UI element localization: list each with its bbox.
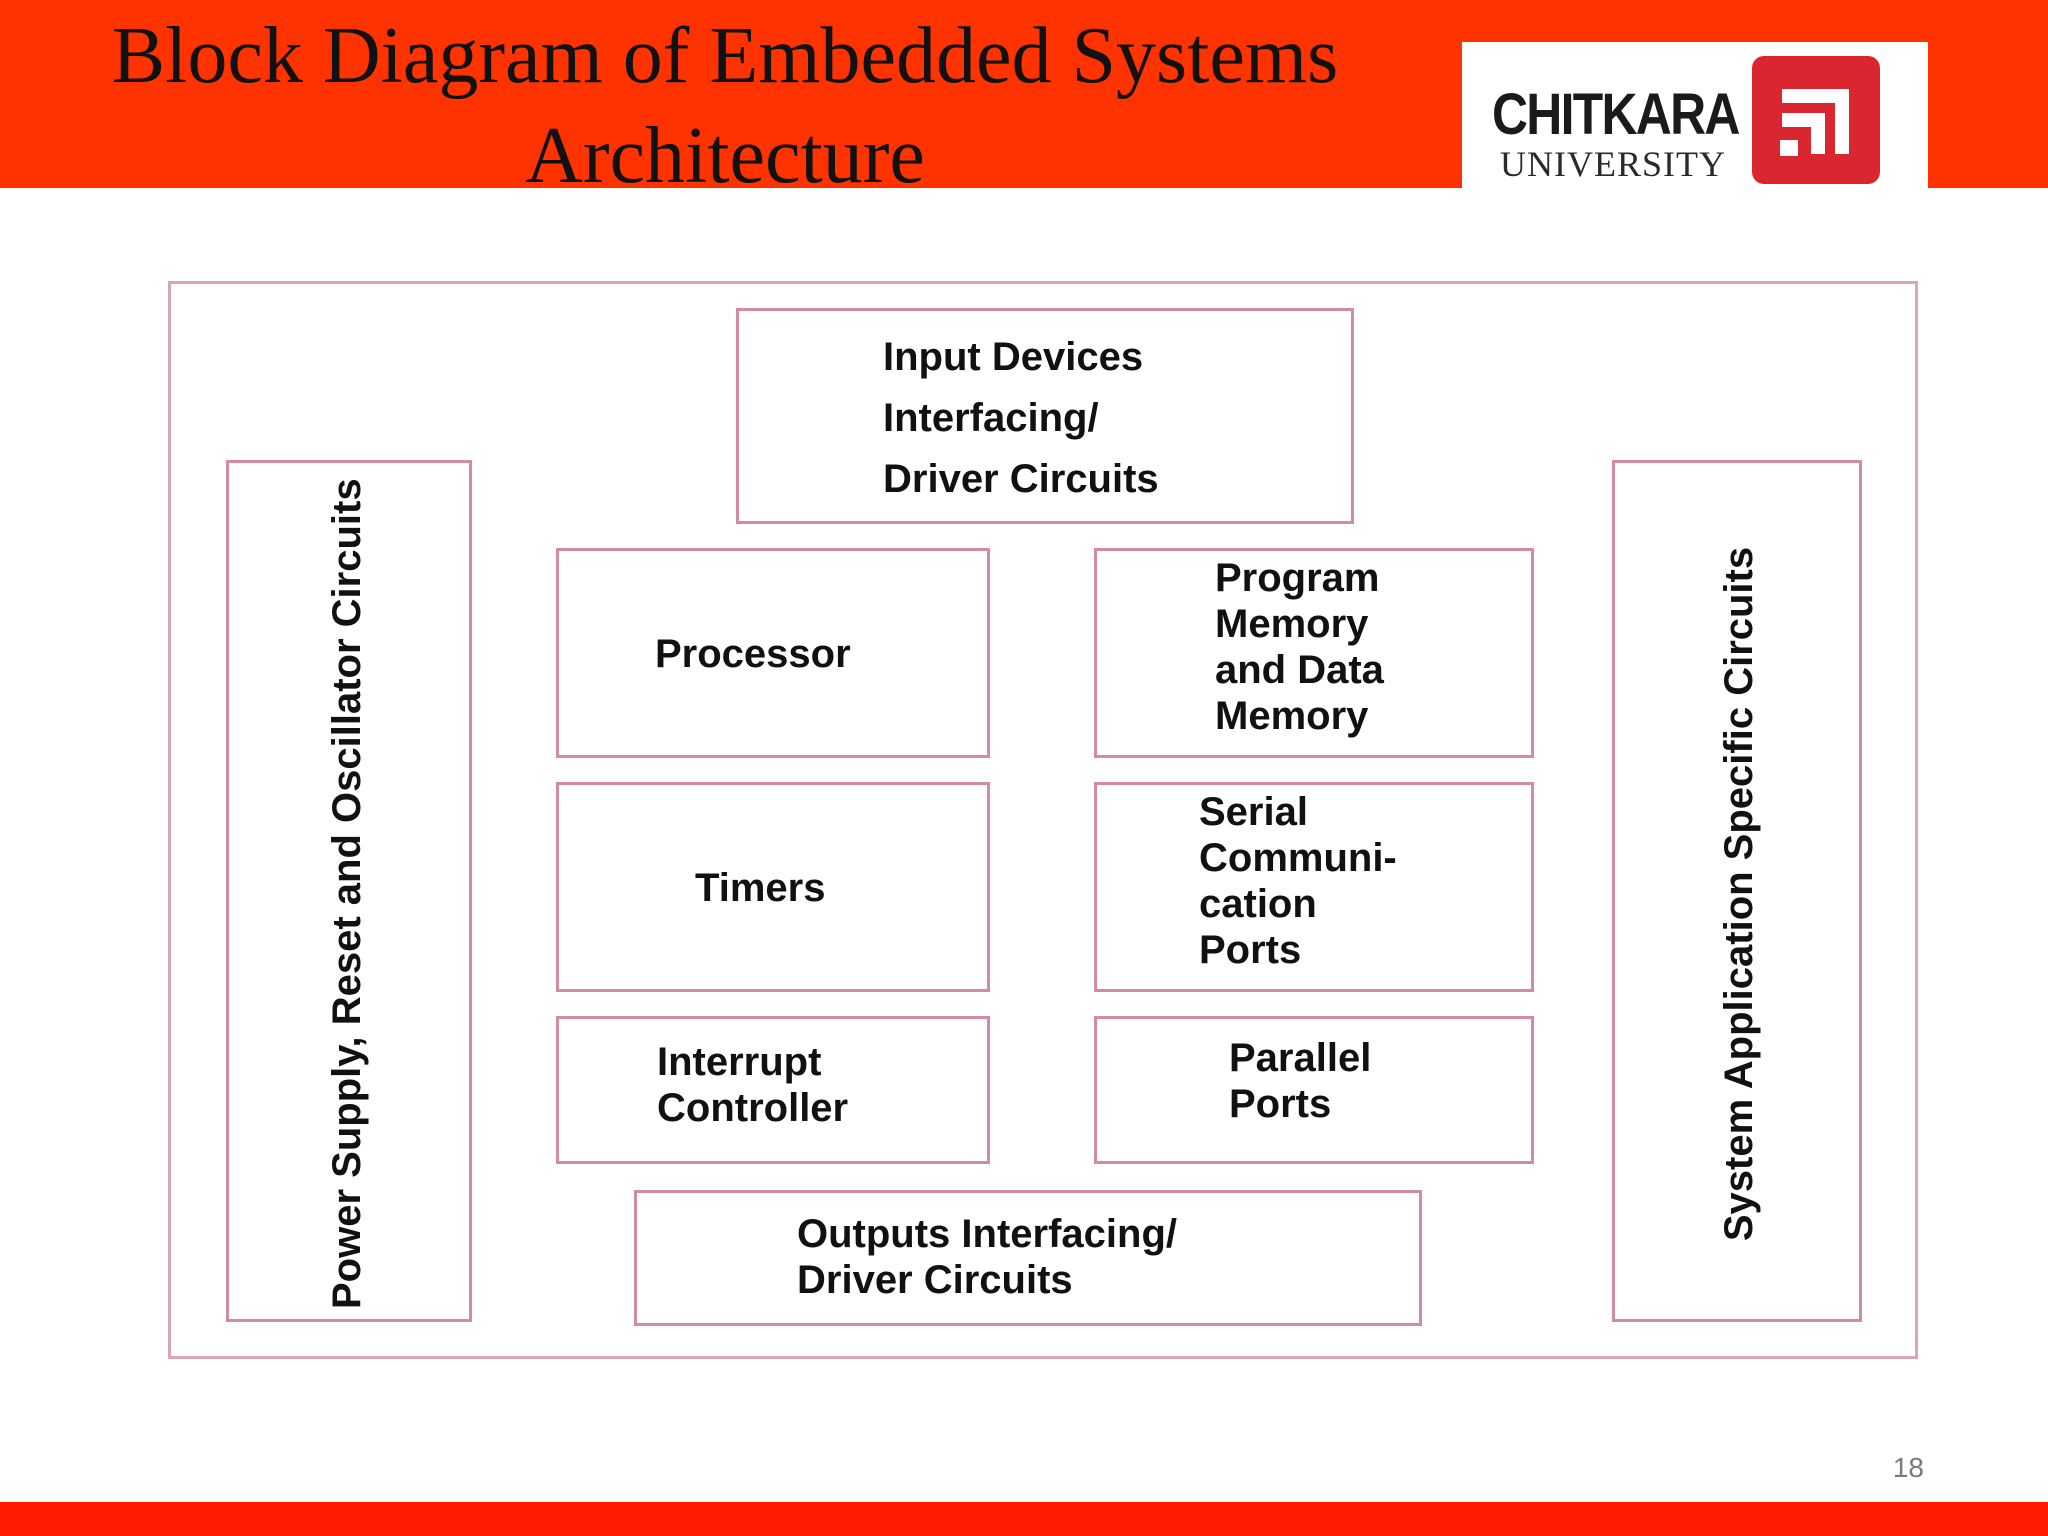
output-interfacing-label: Outputs Interfacing/ Driver Circuits bbox=[797, 1212, 1177, 1302]
power-supply-block: Power Supply, Reset and Oscillator Circu… bbox=[226, 460, 472, 1322]
input-devices-block: Input Devices Interfacing/ Driver Circui… bbox=[736, 308, 1354, 524]
memory-label: Program Memory and Data Memory bbox=[1215, 556, 1384, 738]
footer-band bbox=[0, 1502, 2048, 1536]
input-devices-label: Input Devices Interfacing/ Driver Circui… bbox=[883, 335, 1159, 501]
logo-wordmark: CHITKARA bbox=[1492, 82, 1740, 147]
processor-block: Processor bbox=[556, 548, 990, 758]
university-logo: CHITKARA UNIVERSITY bbox=[1462, 42, 1928, 188]
power-supply-label: Power Supply, Reset and Oscillator Circu… bbox=[325, 478, 369, 1309]
timers-block: Timers bbox=[556, 782, 990, 992]
processor-label: Processor bbox=[655, 632, 851, 676]
output-interfacing-block: Outputs Interfacing/ Driver Circuits bbox=[634, 1190, 1422, 1326]
slide-title: Block Diagram of Embedded Systems Archit… bbox=[111, 12, 1339, 200]
parallel-ports-block: Parallel Ports bbox=[1094, 1016, 1534, 1164]
system-boundary bbox=[168, 281, 1918, 1359]
parallel-ports-label: Parallel Ports bbox=[1229, 1036, 1372, 1126]
application-specific-block: System Application Specific Circuits bbox=[1612, 460, 1862, 1322]
serial-ports-block: Serial Communi- cation Ports bbox=[1094, 782, 1534, 992]
logo-subtitle: UNIVERSITY bbox=[1500, 144, 1726, 184]
timers-label: Timers bbox=[695, 866, 826, 910]
memory-block: Program Memory and Data Memory bbox=[1094, 548, 1534, 758]
application-specific-label: System Application Specific Circuits bbox=[1717, 546, 1761, 1242]
serial-ports-label: Serial Communi- cation Ports bbox=[1199, 790, 1397, 972]
logo-mark-icon bbox=[1752, 56, 1880, 184]
interrupt-controller-label: Interrupt Controller bbox=[657, 1040, 849, 1130]
page-number: 18 bbox=[1892, 1452, 1924, 1483]
interrupt-controller-block: Interrupt Controller bbox=[556, 1016, 990, 1164]
